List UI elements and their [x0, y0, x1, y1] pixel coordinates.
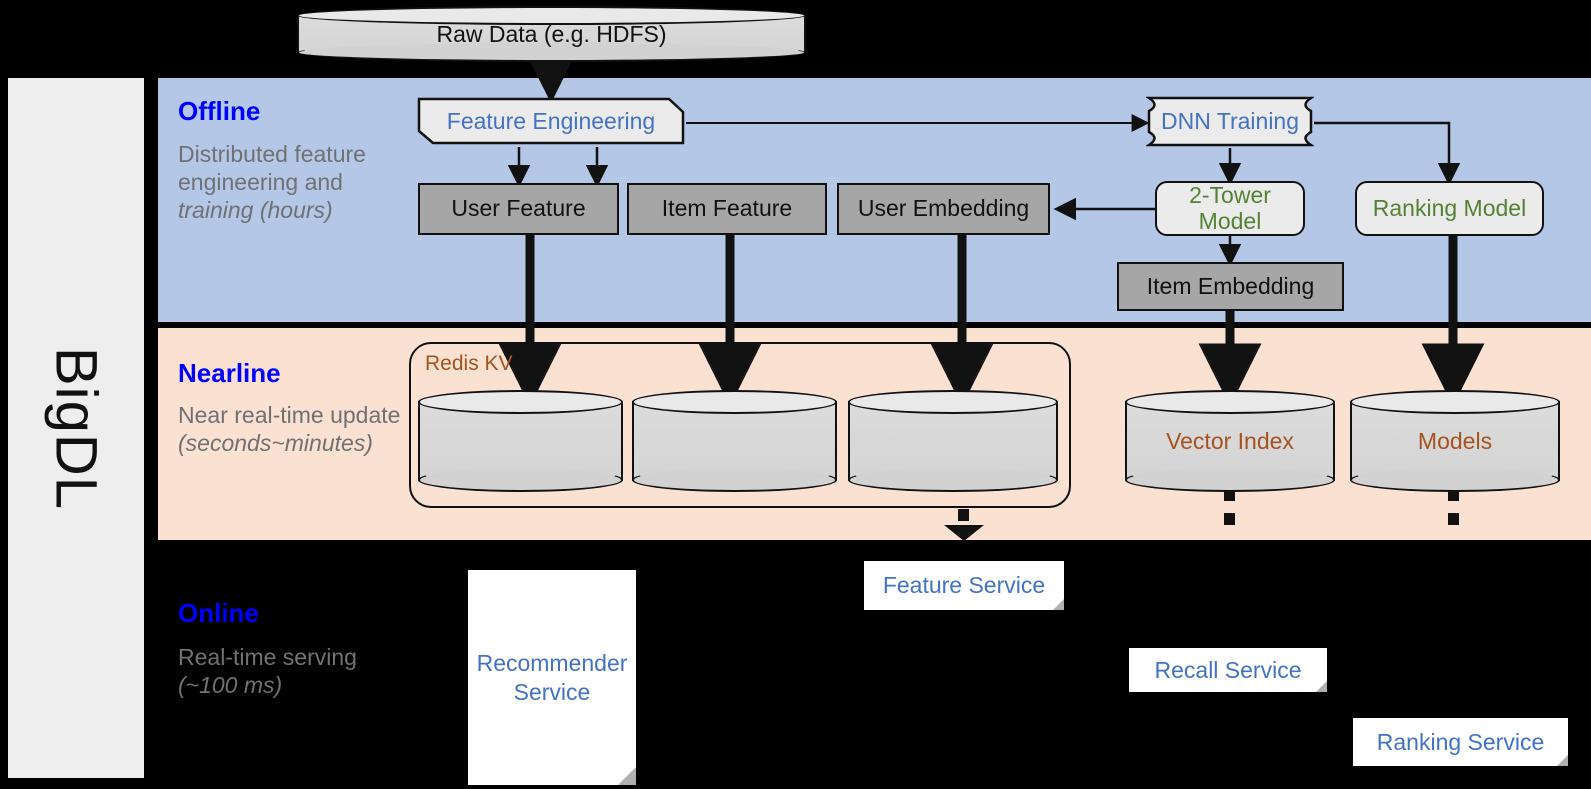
band-subtitle-offline: Distributed feature engineering and trai… [178, 140, 403, 224]
page-fold-icon [1053, 599, 1064, 610]
dnn-training-node[interactable]: DNN Training [1146, 95, 1314, 148]
ranking-service-label: Ranking Service [1376, 728, 1545, 755]
redis-kv-group [409, 342, 1071, 508]
recall-service-card[interactable]: Recall Service [1129, 648, 1327, 692]
ranking-service-card[interactable]: Ranking Service [1353, 718, 1568, 766]
raw-data-cylinder-bottom [297, 43, 806, 62]
feature-engineering-shape [417, 97, 685, 145]
item-embedding-node[interactable]: Item Embedding [1117, 262, 1344, 311]
vector-index-bottom [1125, 468, 1335, 492]
store-user-feature[interactable] [418, 390, 623, 492]
vector-index-top [1125, 390, 1335, 414]
raw-data-label: Raw Data (e.g. HDFS) [436, 20, 667, 47]
models-top [1350, 390, 1560, 414]
store-item-feature[interactable] [632, 390, 837, 492]
store-user-feature-top [418, 390, 623, 414]
offline-subtitle-italic: training (hours) [178, 197, 333, 224]
band-subtitle-online: Real-time serving (~100 ms) [178, 643, 403, 699]
bigdl-label: BigDL [43, 346, 109, 510]
band-subtitle-nearline: Near real-time update (seconds~minutes) [178, 401, 403, 457]
models-bottom [1350, 468, 1560, 492]
vector-index-label: Vector Index [1166, 427, 1294, 454]
feature-engineering-label: Feature Engineering [446, 107, 656, 134]
store-item-feature-top [632, 390, 837, 414]
store-user-embedding[interactable] [848, 390, 1058, 492]
two-tower-model-node[interactable]: 2-Tower Model [1155, 181, 1305, 236]
user-feature-label: User Feature [451, 195, 586, 222]
bigdl-framework-rail: BigDL [8, 78, 144, 778]
feature-engineering-node[interactable]: Feature Engineering [417, 95, 685, 147]
ranking-model-node[interactable]: Ranking Model [1355, 181, 1544, 236]
store-user-embedding-label [848, 390, 1058, 492]
user-embedding-label: User Embedding [857, 195, 1030, 222]
raw-data-cylinder-top [297, 6, 806, 25]
two-tower-model-label: 2-Tower Model [1189, 181, 1271, 234]
recommender-service-card[interactable]: Recommender Service [468, 570, 636, 785]
ranking-model-label: Ranking Model [1372, 194, 1527, 221]
models-label: Models [1417, 427, 1493, 454]
online-subtitle-plain: Real-time serving [178, 644, 357, 670]
dnn-training-label: DNN Training [1160, 108, 1300, 134]
models-store[interactable]: Models [1350, 390, 1560, 492]
offline-subtitle-plain: Distributed feature engineering and [178, 141, 366, 196]
page-fold-icon [618, 767, 636, 785]
band-title-offline: Offline [178, 96, 261, 126]
item-feature-node[interactable]: Item Feature [627, 183, 827, 235]
store-item-feature-label [632, 390, 837, 492]
store-user-feature-bottom [418, 468, 623, 492]
feature-service-label: Feature Service [882, 572, 1046, 599]
item-embedding-label: Item Embedding [1146, 272, 1315, 299]
band-title-nearline: Nearline [178, 358, 281, 388]
raw-data-store: Raw Data (e.g. HDFS) [297, 6, 806, 62]
store-user-feature-label [418, 390, 623, 492]
user-embedding-node[interactable]: User Embedding [837, 183, 1050, 235]
online-subtitle-italic: (~100 ms) [178, 672, 283, 699]
redis-kv-label: Redis KV [425, 352, 513, 375]
user-feature-node[interactable]: User Feature [418, 183, 619, 235]
recall-service-label: Recall Service [1154, 656, 1302, 683]
store-user-embedding-bottom [848, 468, 1058, 492]
vector-index-store[interactable]: Vector Index [1125, 390, 1335, 492]
item-feature-label: Item Feature [661, 195, 793, 222]
nearline-subtitle-plain: Near real-time update [178, 402, 401, 428]
store-item-feature-bottom [632, 468, 837, 492]
page-fold-icon [1557, 755, 1568, 766]
band-title-online: Online [178, 598, 259, 628]
page-fold-icon [1316, 681, 1327, 692]
store-user-embedding-top [848, 390, 1058, 414]
nearline-subtitle-italic: (seconds~minutes) [178, 430, 373, 457]
recommender-service-label: Recommender Service [476, 649, 628, 705]
feature-service-card[interactable]: Feature Service [864, 561, 1064, 610]
dnn-training-shape [1146, 96, 1314, 147]
